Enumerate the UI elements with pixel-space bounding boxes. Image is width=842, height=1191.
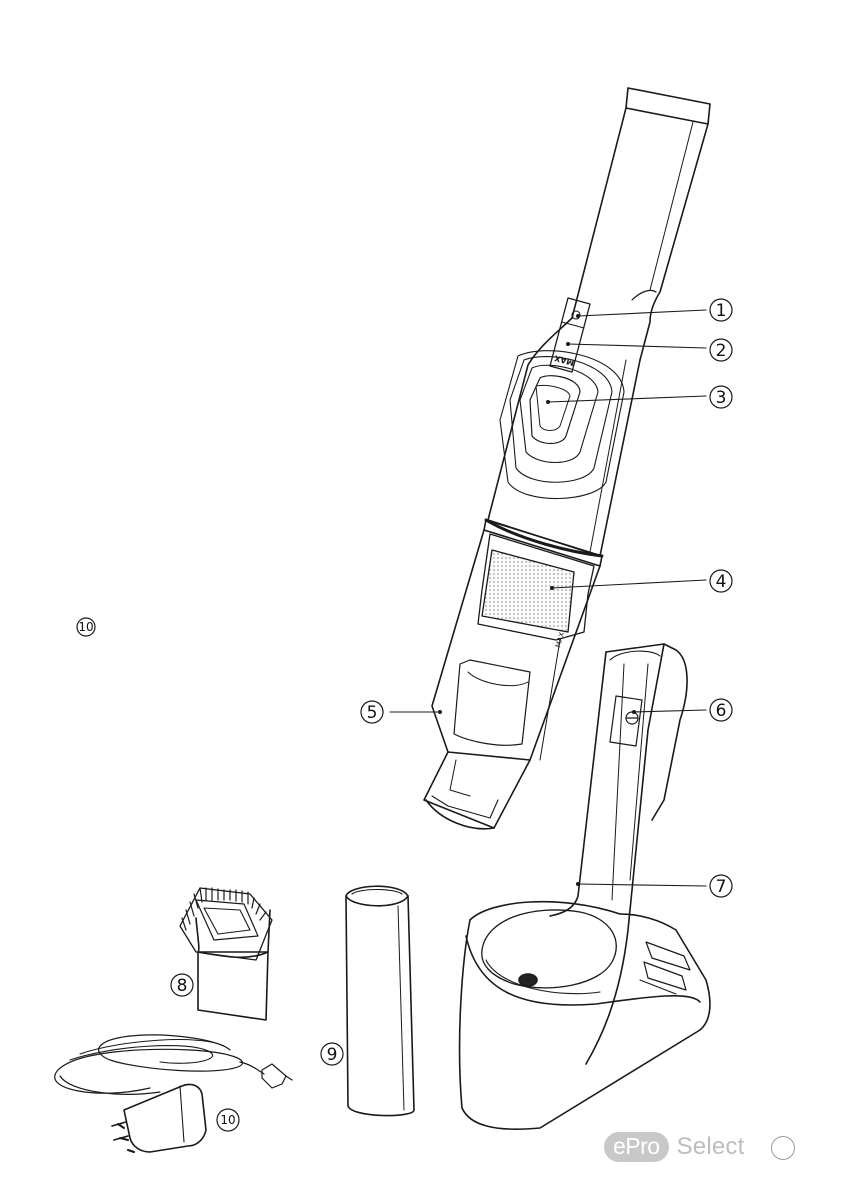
callout-2-label: 2 [716, 341, 727, 361]
callout-4-label: 4 [716, 572, 727, 592]
callout-6-label: 6 [716, 701, 727, 721]
brand-logo: ePro Select [604, 1132, 745, 1162]
crevice-tool [346, 886, 414, 1115]
charging-dock [460, 644, 710, 1129]
callout-1-label: 1 [716, 301, 727, 321]
brush-accessory [180, 888, 272, 1020]
svg-text:MAX: MAX [554, 631, 566, 648]
brand-word: Select [677, 1133, 745, 1161]
callout-8-label: 8 [177, 976, 188, 996]
page-number-circle [771, 1136, 795, 1160]
callout-9-label: 9 [327, 1045, 338, 1065]
callout-5-label: 5 [367, 703, 378, 723]
handheld-vacuum: MAX [424, 88, 710, 829]
callout-10-label: 10 [220, 1113, 235, 1127]
stray-callout-label: 10 [78, 620, 93, 634]
callout-3-label: 3 [716, 388, 727, 408]
callout-7-label: 7 [716, 877, 727, 897]
charger-adapter [55, 1035, 292, 1152]
brand-pill: ePro [604, 1132, 669, 1162]
max-button-label: MAX [553, 353, 576, 367]
